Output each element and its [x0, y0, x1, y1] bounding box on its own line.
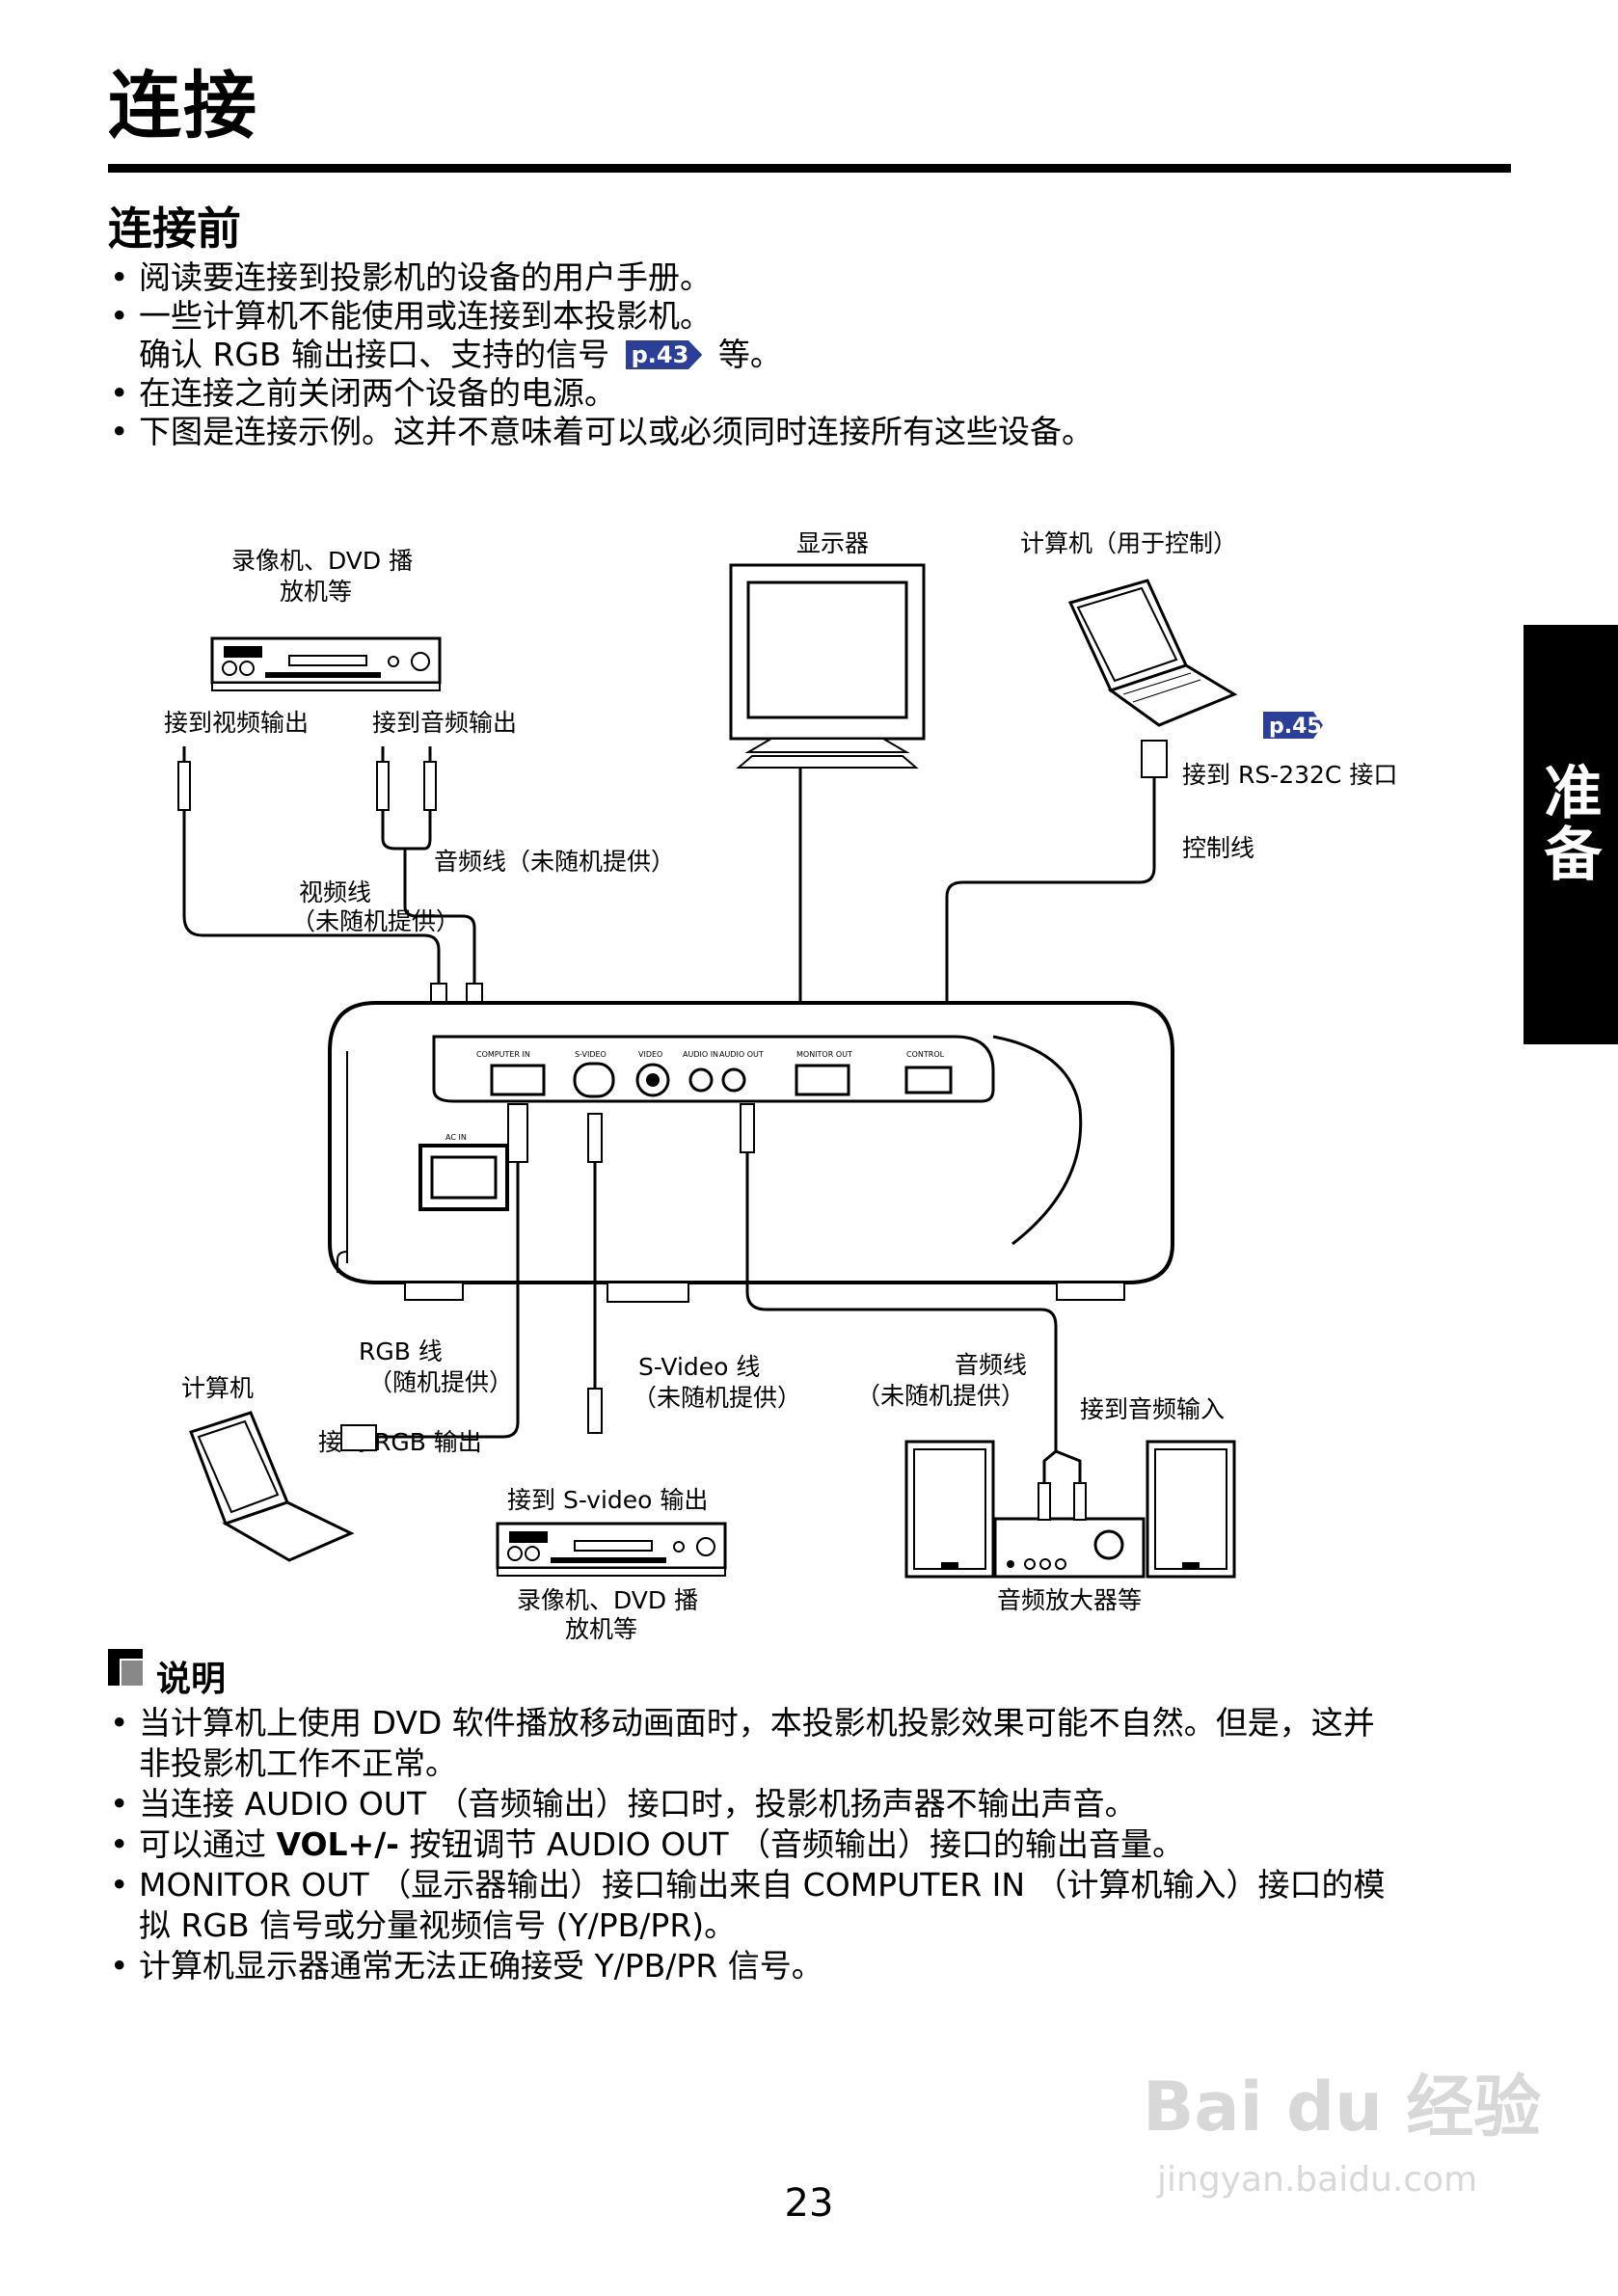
list-item: 计算机显示器通常无法正确接受 Y/PB/PR 信号。 [108, 1946, 1516, 1986]
rca-plug-icon [423, 746, 437, 811]
port-label-monitor-out: MONITOR OUT [796, 1050, 852, 1059]
svideo-cable-label-1: S-Video 线 [638, 1353, 760, 1381]
list-item: 可以通过 VOL+/- 按钮调节 AUDIO OUT （音频输出）接口的输出音量… [108, 1824, 1516, 1865]
rgb-out-connector-icon [340, 1424, 377, 1451]
rgb-plug-icon [507, 1103, 528, 1163]
audio-cable-bottom-label-2: （未随机提供） [856, 1382, 1025, 1410]
note-text: MONITOR OUT （显示器输出）接口输出来自 COMPUTER IN （计… [139, 1866, 1386, 1904]
note-text: 拟 RGB 信号或分量视频信号 (Y/PB/PR)。 [139, 1906, 737, 1944]
bullet-text: 一些计算机不能使用或连接到本投影机。 [139, 297, 712, 335]
list-item: 在连接之前关闭两个设备的电源。 [108, 374, 1516, 413]
to-video-out-label: 接到视频输出 [164, 709, 309, 737]
list-item: MONITOR OUT （显示器输出）接口输出来自 COMPUTER IN （计… [108, 1865, 1516, 1946]
laptop-icon [189, 1411, 355, 1562]
audio-cable-top-label: 音频线（未随机提供） [434, 848, 675, 876]
video-cable-label-1: 视频线 [299, 878, 371, 906]
rca-plug-icon [177, 746, 191, 811]
cables-top [182, 768, 1156, 1022]
rgb-cable-label-1: RGB 线 [359, 1337, 443, 1365]
list-item: 阅读要连接到投影机的设备的用户手册。 [108, 258, 1516, 297]
control-cable-label: 控制线 [1182, 834, 1254, 862]
svideo-cable-label-2: （未随机提供） [633, 1384, 801, 1412]
note-text: 可以通过 [139, 1825, 277, 1863]
port-label-control: CONTROL [906, 1050, 945, 1059]
port-label-audio-in: AUDIO IN [683, 1050, 718, 1059]
side-tab [1524, 625, 1618, 1044]
notes-heading: 说明 [156, 1660, 227, 1699]
bullet-continuation: 确认 RGB 输出接口、支持的信号 p.43 等。 [139, 336, 1516, 374]
note-icon [108, 1649, 143, 1686]
rca-plug-icon [1073, 1482, 1087, 1521]
note-text: 按钮调节 AUDIO OUT （音频输出）接口的输出音量。 [398, 1825, 1185, 1863]
watermark-logo: Bai du 经验 [1143, 2067, 1542, 2147]
port-label-audio-out: AUDIO OUT [719, 1050, 764, 1059]
before-connect-list: 阅读要连接到投影机的设备的用户手册。 一些计算机不能使用或连接到本投影机。 确认… [108, 258, 1516, 451]
connection-diagram: 录像机、DVD 播 放机等 显示器 计算机（用于控制） 接到视频输出 接到音频输… [164, 529, 1397, 1639]
port-label-video: VIDEO [638, 1050, 662, 1059]
list-item: 一些计算机不能使用或连接到本投影机。 确认 RGB 输出接口、支持的信号 p.4… [108, 297, 1516, 374]
to-rs232c-label: 接到 RS-232C 接口 [1182, 761, 1397, 789]
to-audio-in-label: 接到音频输入 [1080, 1395, 1225, 1423]
bullet-text: 在连接之前关闭两个设备的电源。 [139, 374, 616, 412]
rca-plug-icon [1038, 1482, 1051, 1521]
port-label-s-video: S-VIDEO [575, 1050, 607, 1059]
section-heading: 连接前 [108, 203, 241, 255]
ac-in-label: AC IN [445, 1133, 467, 1142]
bullet-text: 下图是连接示例。这并不意味着可以或必须同时连接所有这些设备。 [139, 413, 1093, 450]
port-label-computer-in: COMPUTER IN [476, 1050, 530, 1059]
cables-bottom [376, 1152, 1082, 1485]
notes-list: 当计算机上使用 DVD 软件播放移动画面时，本投影机投影效果可能不自然。但是，这… [108, 1703, 1516, 1986]
bullet-text: 阅读要连接到投影机的设备的用户手册。 [139, 258, 712, 296]
list-item: 下图是连接示例。这并不意味着可以或必须同时连接所有这些设备。 [108, 413, 1516, 451]
note-text: 当连接 AUDIO OUT （音频输出）接口时，投影机扬声器不输出声音。 [139, 1785, 1137, 1823]
speaker-icon [904, 1440, 995, 1579]
bullet-text: 确认 RGB 输出接口、支持的信号 [139, 336, 610, 373]
watermark-url: jingyan.baidu.com [1157, 2160, 1478, 2200]
page-number: 23 [784, 2181, 834, 2226]
to-audio-out-label: 接到音频输出 [372, 709, 517, 737]
rca-plug-icon [376, 746, 390, 811]
speaker-icon [1146, 1440, 1236, 1579]
vcr-bottom-label-2: 放机等 [565, 1615, 637, 1639]
page-ref-p45: p.45 [1269, 715, 1322, 739]
amplifier-icon [993, 1517, 1146, 1579]
vcr-bottom-label-1: 录像机、DVD 播 [517, 1586, 698, 1614]
page-ref-badge[interactable]: p.43 [625, 340, 703, 369]
monitor-label: 显示器 [796, 529, 869, 557]
svideo-plug-bottom-icon [587, 1388, 603, 1434]
note-text: 非投影机工作不正常。 [139, 1744, 457, 1782]
audio-out-plug-icon [740, 1103, 755, 1153]
amp-label: 音频放大器等 [997, 1586, 1142, 1614]
vcr-top-icon [210, 636, 442, 691]
note-text: 计算机显示器通常无法正确接受 Y/PB/PR 信号。 [139, 1947, 823, 1985]
vcr-top-label-2: 放机等 [280, 578, 352, 606]
audio-cable-bottom-label-1: 音频线 [955, 1351, 1027, 1379]
page-title: 连接 [108, 63, 258, 149]
title-rule [108, 164, 1511, 173]
side-tab-label: 准备 [1534, 762, 1602, 885]
monitor-icon [729, 563, 926, 769]
page-ref-badge-p45[interactable] [1263, 712, 1323, 739]
vcr-bottom-icon [496, 1522, 727, 1577]
rgb-cable-label-2: （随机提供） [368, 1368, 513, 1396]
list-item: 当计算机上使用 DVD 软件播放移动画面时，本投影机投影效果可能不自然。但是，这… [108, 1703, 1516, 1784]
note-text: 当计算机上使用 DVD 软件播放移动画面时，本投影机投影效果可能不自然。但是，这… [139, 1704, 1375, 1742]
computer-label: 计算机 [181, 1374, 254, 1402]
laptop-control-icon [1067, 579, 1238, 727]
to-svideo-out-label: 接到 S-video 输出 [507, 1486, 708, 1514]
list-item: 当连接 AUDIO OUT （音频输出）接口时，投影机扬声器不输出声音。 [108, 1784, 1516, 1824]
pc-control-label: 计算机（用于控制） [1020, 529, 1237, 557]
vcr-top-label-1: 录像机、DVD 播 [231, 547, 413, 575]
note-bold-text: VOL+/- [276, 1825, 399, 1863]
rs232-connector-icon [1141, 740, 1168, 778]
bullet-text: 等。 [717, 336, 782, 373]
video-cable-label-2: （未随机提供） [291, 907, 460, 935]
svideo-plug-icon [587, 1113, 603, 1163]
